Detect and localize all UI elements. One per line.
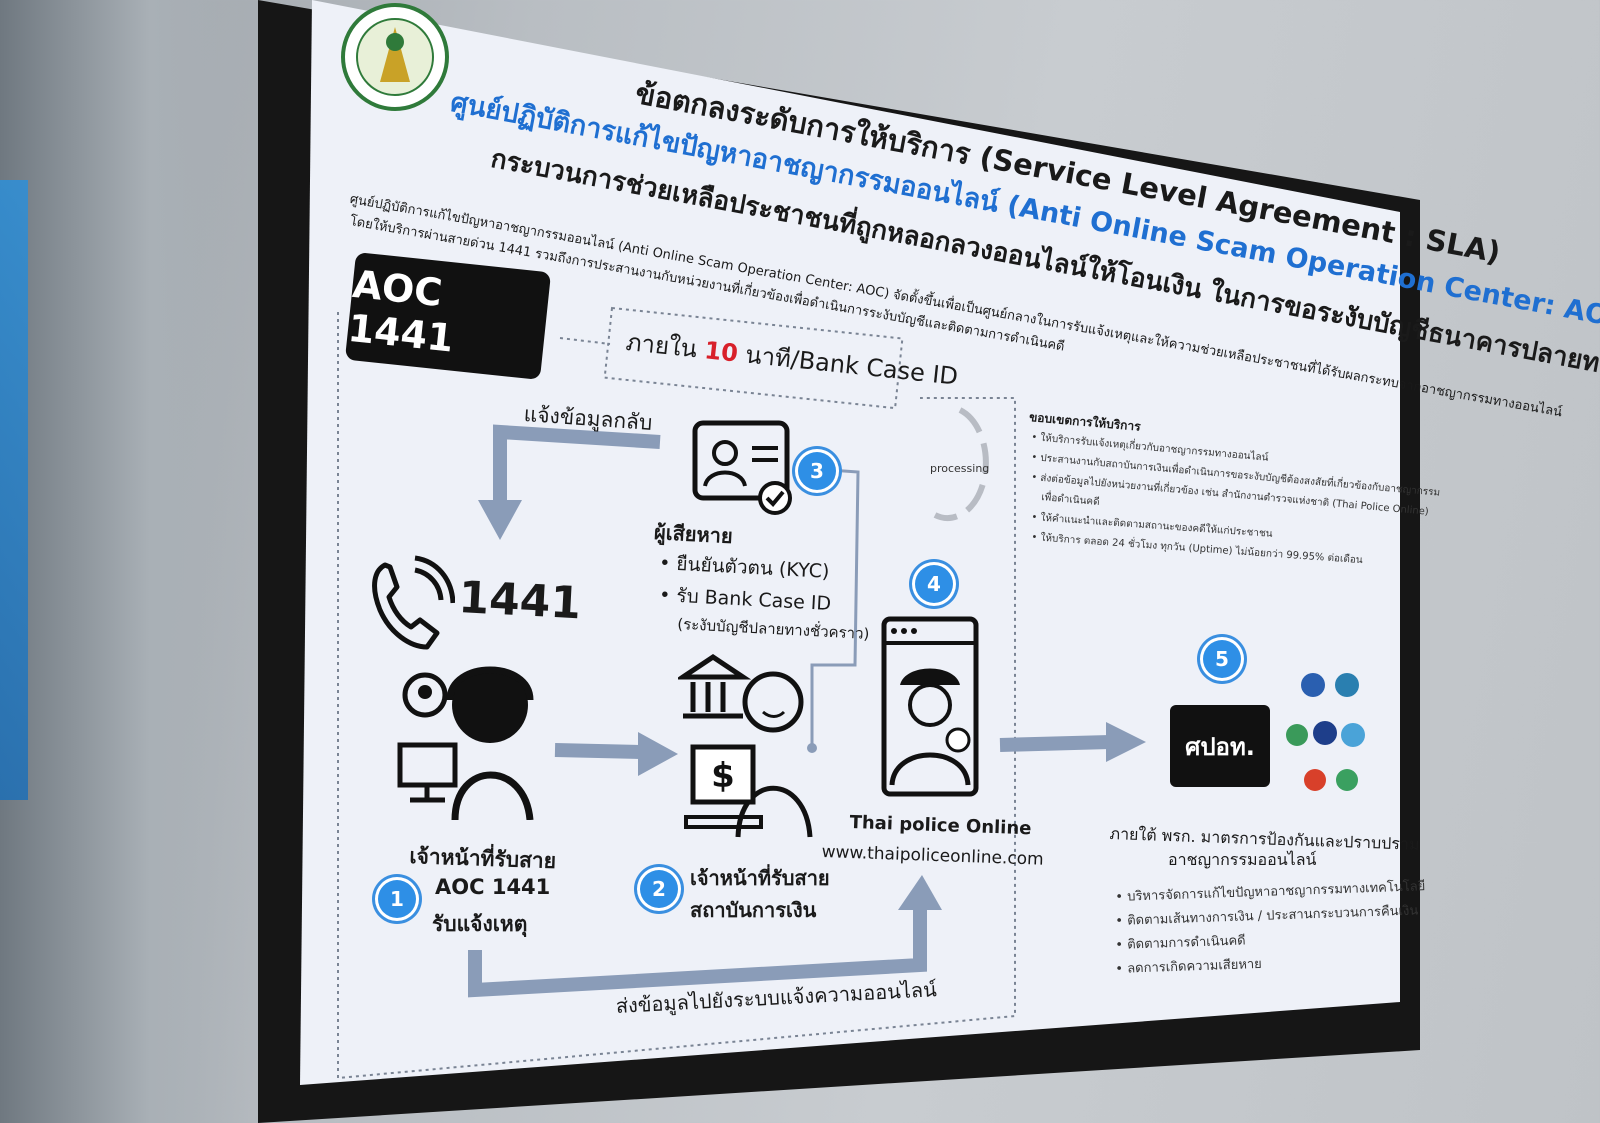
victim-id-card-icon [690, 418, 800, 518]
operator-line-2: AOC 1441 [435, 875, 550, 899]
wall-light-strip [0, 180, 28, 800]
hotline-number: 1441 [457, 572, 582, 629]
agency-logos [1285, 665, 1375, 805]
operator-line-3: รับแจ้งเหตุ [432, 908, 527, 941]
svg-text:$: $ [711, 756, 735, 796]
step-badge-5: 5 [1203, 640, 1241, 678]
screen-content: ข้อตกลงระดับการให้บริการ (Service Level … [310, 0, 1410, 1123]
bank-staff-icon: $ [678, 652, 818, 842]
law-line-2: อาชญากรรมออนไลน์ [1168, 848, 1316, 873]
ccib-logo-label: ศปอท. [1185, 727, 1255, 766]
operator-line-1: เจ้าหน้าที่รับสาย [409, 840, 557, 878]
victim-item-case-id-label: รับ Bank Case ID [676, 585, 832, 615]
law-item-4-text: ลดการเกิดความเสียหาย [1127, 957, 1262, 977]
processing-label: processing [930, 462, 989, 475]
operator-headset-icon [395, 640, 545, 820]
wall-background [0, 0, 250, 1123]
step-badge-3: 3 [798, 452, 836, 490]
bank-line-2: สถาบันการเงิน [690, 894, 816, 926]
victim-title: ผู้เสียหาย [653, 516, 733, 552]
step-badge-4: 4 [915, 565, 953, 603]
step-badge-1: 1 [378, 880, 416, 918]
bank-line-1: เจ้าหน้าที่รับสาย [690, 862, 830, 894]
law-item-3-text: ติดตามการดำเนินคดี [1127, 933, 1246, 952]
police-online-icon [880, 615, 980, 800]
victim-item-kyc-label: ยืนยันตัวตน (KYC) [676, 553, 830, 583]
ccib-logo: ศปอท. [1170, 705, 1270, 787]
step-badge-2: 2 [640, 870, 678, 908]
